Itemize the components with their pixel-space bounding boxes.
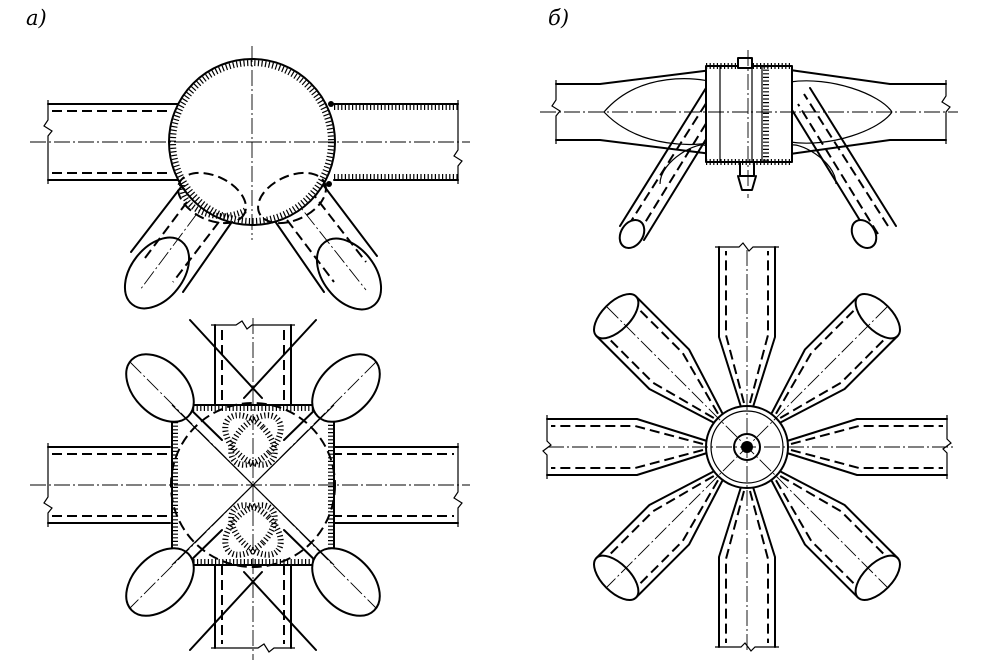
plan-diag-tube-sw bbox=[125, 502, 278, 651]
bolt-node-plan-star bbox=[542, 242, 952, 652]
panel-a-label: а) bbox=[26, 6, 47, 30]
star-arm-break bbox=[715, 242, 779, 252]
bolt-node-elevation bbox=[540, 50, 958, 249]
sphere-node-plan bbox=[30, 318, 470, 660]
star-arm-break bbox=[715, 642, 779, 652]
plan-horizontal-tubes bbox=[47, 446, 459, 524]
b-hub bbox=[705, 65, 793, 163]
star-hub bbox=[548, 250, 956, 650]
panel-b-label: б) bbox=[548, 6, 570, 30]
right-tube bbox=[333, 100, 463, 184]
star-arm-w bbox=[542, 415, 708, 479]
star-arm-end bbox=[593, 554, 640, 601]
axes-b-bottom bbox=[548, 250, 956, 650]
b-horizontal-tubes bbox=[555, 69, 947, 155]
plan-diag-tube-se bbox=[228, 502, 381, 651]
star-arm-break bbox=[942, 415, 952, 479]
diagonal-tube-left bbox=[123, 155, 241, 310]
axes-b-top bbox=[540, 50, 958, 198]
star-arm-break bbox=[542, 415, 552, 479]
left-tube bbox=[43, 100, 179, 184]
plan-diag-tube-nw bbox=[125, 319, 278, 468]
sphere-node-elevation bbox=[30, 46, 470, 311]
star-arm-n bbox=[715, 242, 779, 408]
star-arm-e bbox=[786, 415, 952, 479]
b-bolt-head bbox=[737, 57, 753, 69]
star-arm-s bbox=[715, 486, 779, 652]
plan-diag-tube-ne bbox=[228, 319, 381, 468]
star-arm-end bbox=[854, 554, 901, 601]
axes-a-bottom bbox=[30, 318, 470, 660]
star-arm-se bbox=[770, 470, 901, 601]
plan-vertical-tubes bbox=[214, 324, 292, 649]
axes-a-top bbox=[30, 46, 470, 240]
